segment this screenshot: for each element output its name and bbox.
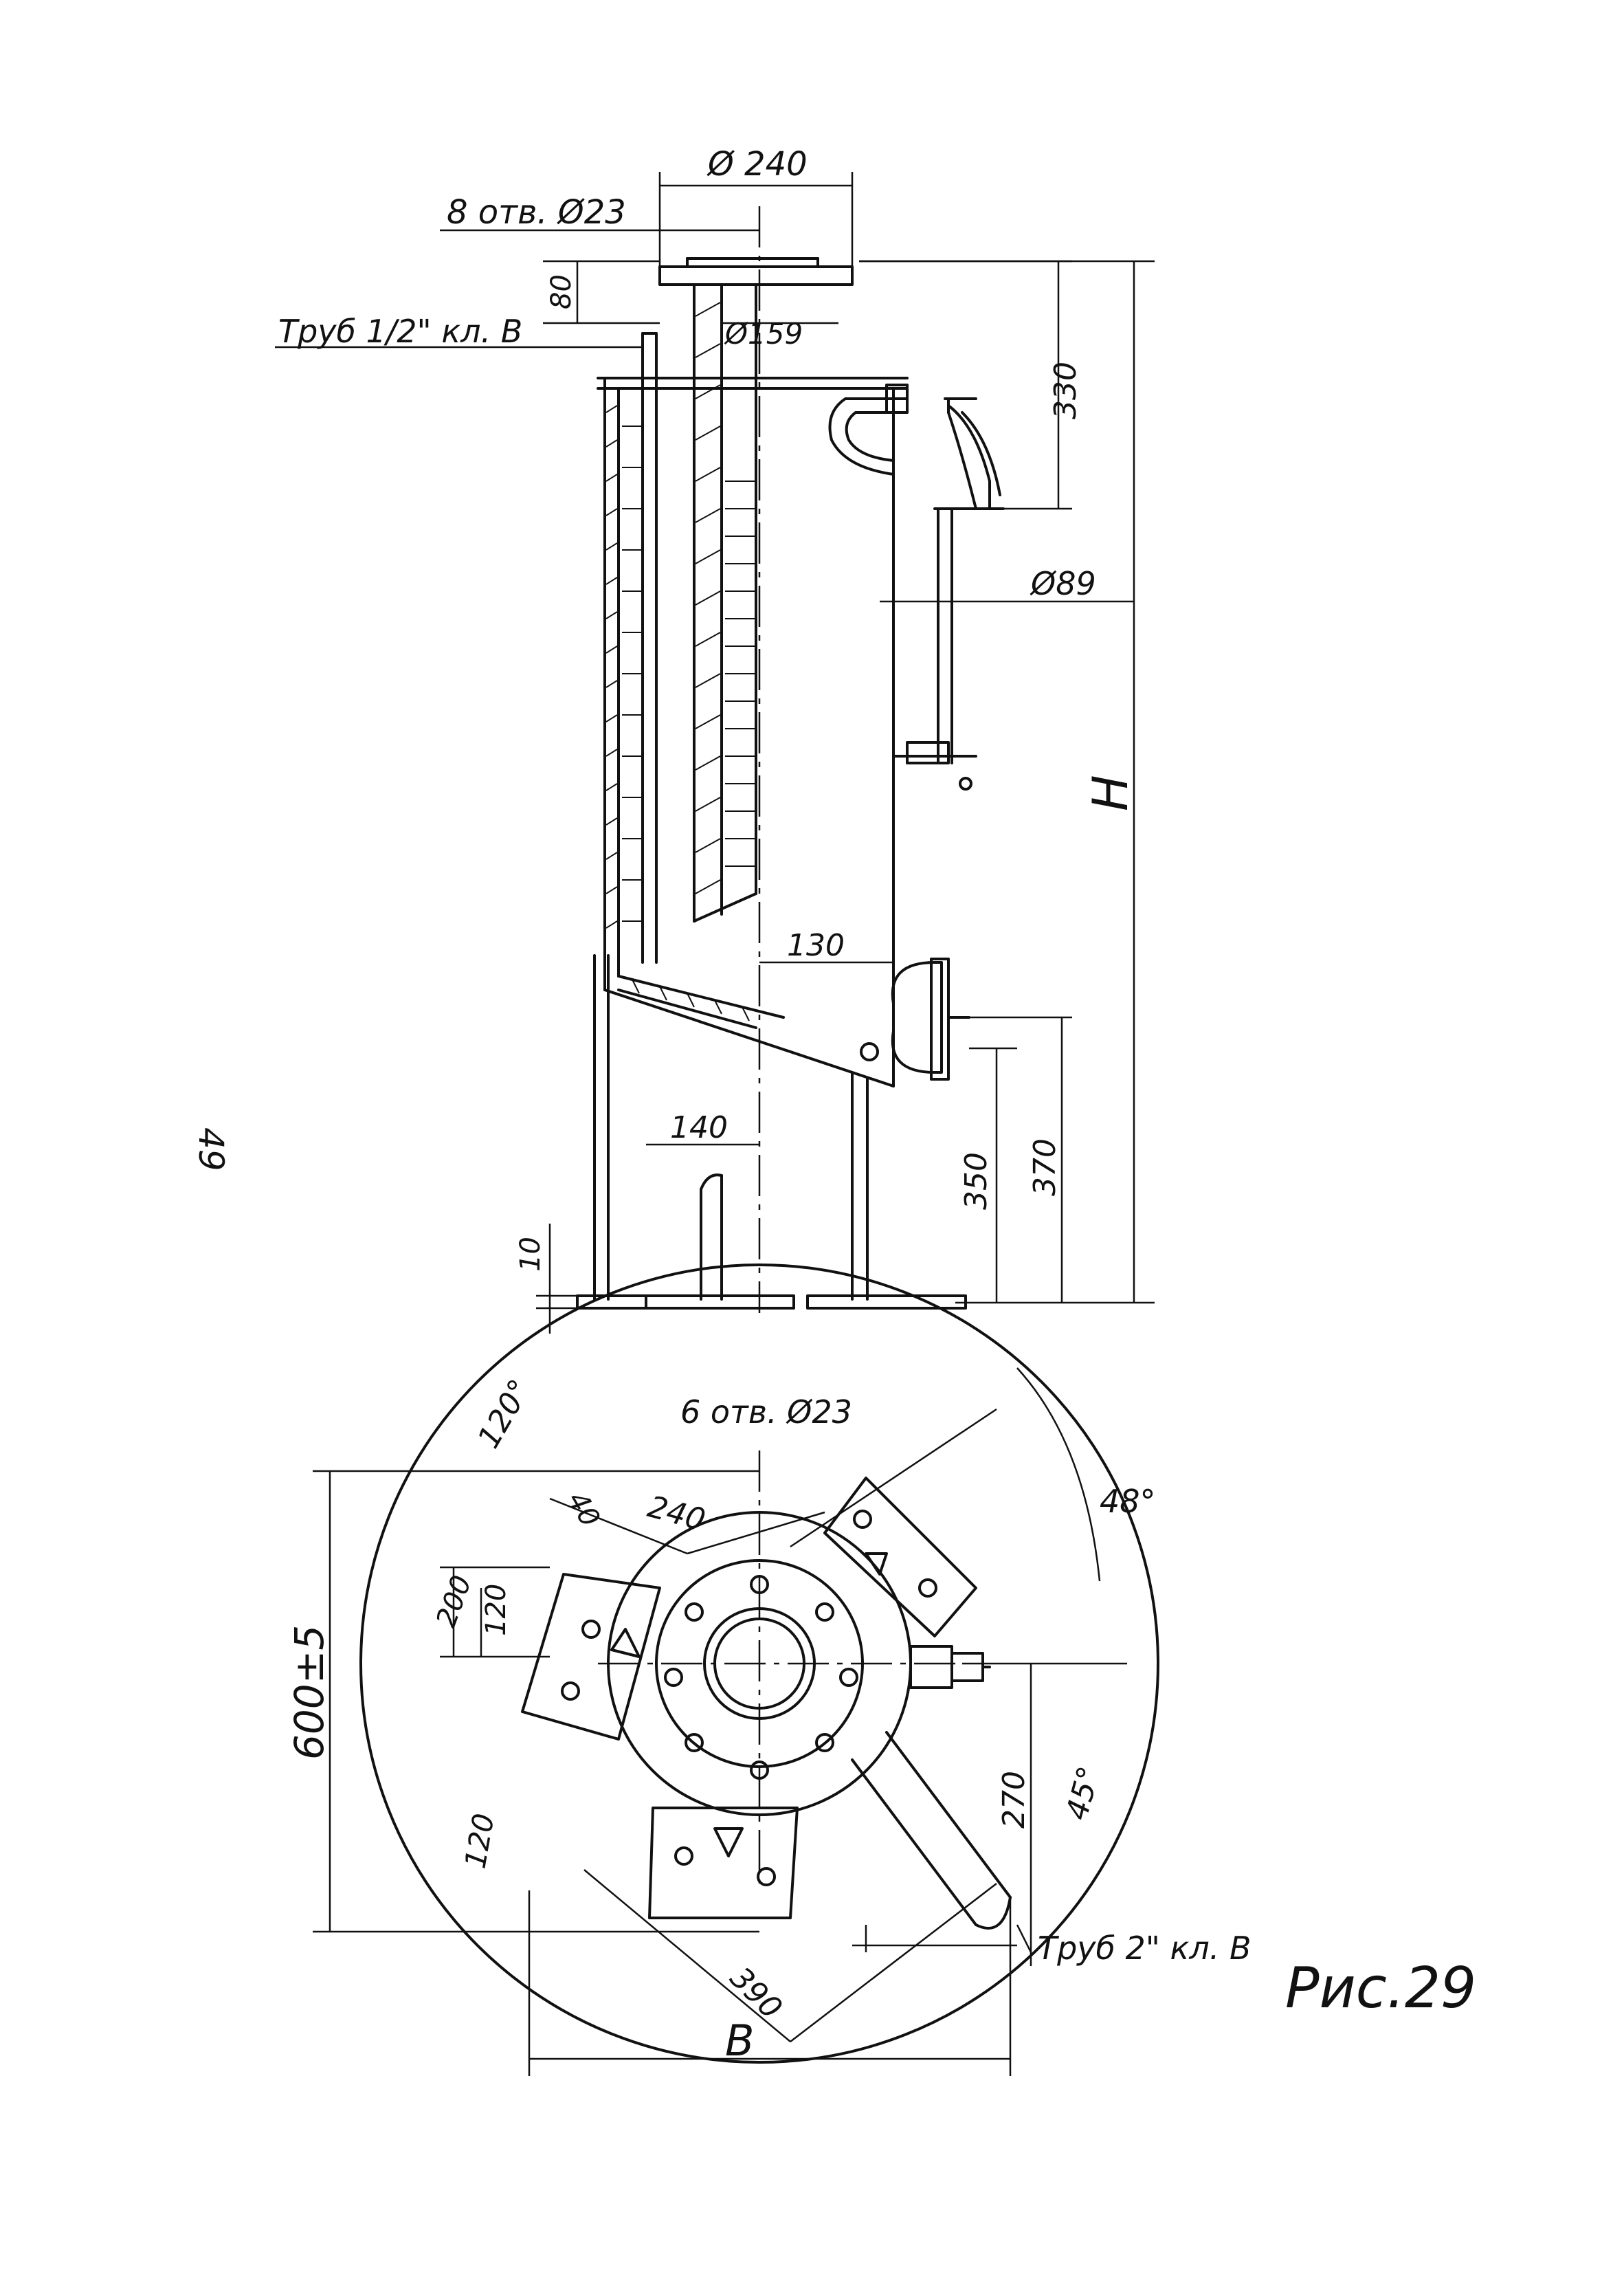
bolt-holes — [664, 1575, 858, 1780]
label-inner-pipe-diameter: Ø159 — [724, 317, 803, 351]
label-flange-holes: 8 отв. Ø23 — [447, 193, 626, 232]
label-angle-48: 48° — [1100, 1483, 1156, 1520]
label-height-350: 350 — [959, 1152, 994, 1210]
vessel-body — [597, 377, 909, 991]
outlet-pipe-2in — [851, 1731, 1012, 1930]
label-dim-240: 240 — [644, 1489, 709, 1538]
outlet-elbow — [828, 384, 1005, 791]
support-legs — [576, 954, 967, 1310]
label-angle-120-top: 120° — [471, 1373, 537, 1454]
label-overall-height: H — [1082, 775, 1139, 811]
label-flange-thickness: 80 — [546, 274, 577, 309]
label-offset-140: 140 — [670, 1110, 728, 1145]
label-angle-45: 45° — [1059, 1763, 1106, 1824]
plan-view: 120° 6 отв. Ø23 48° 40 240 200 120 600±5… — [286, 1263, 1252, 2076]
small-pipe — [641, 332, 658, 964]
label-angle-120-left: 120 — [458, 1811, 501, 1870]
label-base-10: 10 — [515, 1237, 546, 1272]
page-number: 49 — [191, 1127, 231, 1171]
label-dim-40: 40 — [561, 1486, 605, 1532]
support-plate-left — [521, 1573, 661, 1741]
label-top-height: 330 — [1048, 362, 1083, 419]
support-plate-bottom — [648, 1807, 799, 1919]
elevation-view: 8 отв. Ø23 Ø 240 80 Труб 1/2" кл. В Ø159… — [275, 145, 1155, 1334]
side-hatch — [860, 958, 970, 1081]
figure-caption: Рис.29 — [1285, 1956, 1476, 2021]
sloped-bottom — [603, 975, 895, 1088]
central-pipe — [693, 283, 757, 923]
elevation-dimensions — [275, 172, 1155, 1334]
label-diameter-600: 600±5 — [286, 1625, 333, 1760]
plan-dimensions — [313, 1367, 1127, 2076]
label-dim-270: 270 — [997, 1771, 1032, 1829]
label-outlet-diameter: Ø89 — [1030, 565, 1096, 602]
top-flange — [658, 257, 854, 286]
plan-valve — [909, 1645, 991, 1689]
label-dim-b: B — [725, 2016, 755, 2066]
label-pipe-half-inch: Труб 1/2" кл. В — [278, 313, 522, 350]
label-pipe-2in: Труб 2" кл. В — [1038, 1930, 1252, 1967]
label-height-370: 370 — [1027, 1138, 1063, 1196]
outer-circle — [359, 1263, 1159, 2064]
label-flange-diameter: Ø 240 — [707, 145, 808, 184]
label-offset-130: 130 — [787, 928, 845, 963]
label-plate-holes: 6 отв. Ø23 — [680, 1393, 852, 1431]
label-dim-200: 200 — [430, 1571, 478, 1631]
label-dim-120: 120 — [480, 1584, 512, 1636]
